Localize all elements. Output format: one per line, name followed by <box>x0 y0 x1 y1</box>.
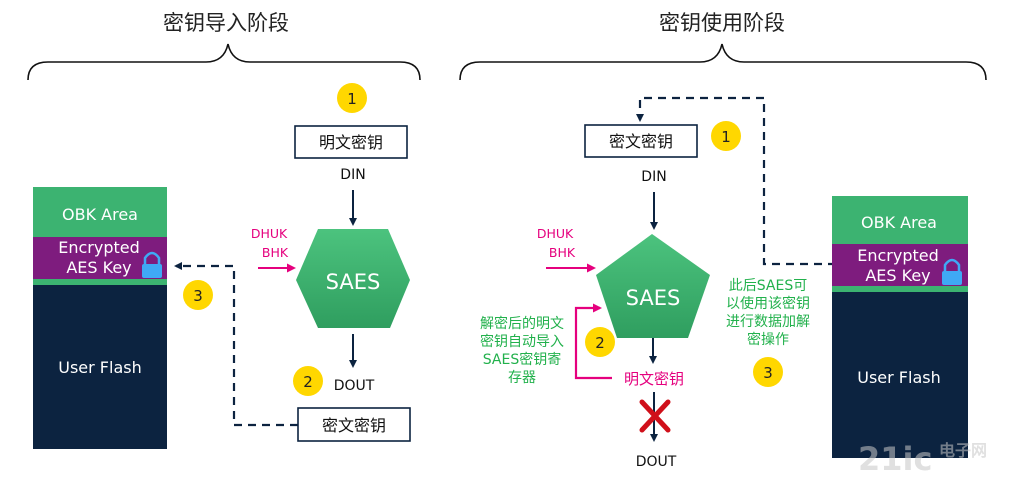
right-user-flash <box>832 292 968 458</box>
left-store-dashed-path <box>174 262 298 427</box>
right-note-right-line2: 以使用该密钥 <box>726 295 810 312</box>
right-divider-strip <box>832 286 968 292</box>
left-saes-block <box>296 229 410 328</box>
left-divider-strip <box>33 279 167 285</box>
right-step2-badge <box>585 327 615 357</box>
right-lock-icon <box>942 258 962 285</box>
left-din-label: DIN <box>340 167 365 183</box>
right-load-dashed-path <box>636 96 836 266</box>
right-saes-block <box>596 234 710 338</box>
left-step3-number: 3 <box>193 287 203 305</box>
left-dout-label: DOUT <box>334 378 375 394</box>
left-plaintext-key-label: 明文密钥 <box>319 133 383 152</box>
left-step2-badge <box>293 366 323 396</box>
watermark-brand: 21ic <box>858 440 932 478</box>
right-dhuk-label: DHUK <box>537 226 574 241</box>
left-obk-area <box>33 187 167 237</box>
right-user-flash-label: User Flash <box>857 368 940 387</box>
right-ciphertext-key-box <box>584 124 698 158</box>
right-note-left-line4: 存器 <box>508 370 536 386</box>
right-encrypted-line1: Encrypted <box>857 246 939 265</box>
right-step3-number: 3 <box>763 364 773 382</box>
right-note-left-line3: SAES密钥寄 <box>483 351 561 368</box>
right-note-right-line1: 此后SAES可 <box>729 278 807 294</box>
watermark-site: 电子网 <box>939 441 987 460</box>
left-user-flash <box>33 285 167 449</box>
left-step1-badge <box>337 83 367 113</box>
watermark-logo: 21ic 电子网 <box>858 440 987 478</box>
use-phase-brace <box>459 43 987 81</box>
right-note-right: 此后SAES可 以使用该密钥 进行数据加解 密操作 <box>726 278 810 348</box>
right-encrypted-line2: AES Key <box>865 266 930 285</box>
right-note-right-line4: 密操作 <box>747 331 789 348</box>
right-note-right-line3: 进行数据加解 <box>726 314 810 330</box>
right-step1-badge <box>711 121 741 151</box>
right-bhk-label: BHK <box>549 245 576 260</box>
right-ciphertext-key-label: 密文密钥 <box>609 132 673 151</box>
left-saes-label: SAES <box>326 270 381 294</box>
left-obk-area-label: OBK Area <box>62 205 138 224</box>
left-lock-icon <box>142 251 162 278</box>
left-dhuk-label: DHUK <box>251 226 288 241</box>
import-phase-brace <box>27 43 421 81</box>
right-plaintext-key-label: 明文密钥 <box>624 370 684 388</box>
left-encrypted-line2: AES Key <box>66 258 131 277</box>
left-user-flash-label: User Flash <box>58 358 141 377</box>
right-note-left-line2: 密钥自动导入 <box>480 333 564 350</box>
left-step1-number: 1 <box>347 90 357 108</box>
left-encrypted-line1: Encrypted <box>58 238 140 257</box>
right-obk-area <box>832 196 968 244</box>
right-key-register-feedback <box>574 303 612 380</box>
blocked-x-icon <box>639 399 671 433</box>
left-ciphertext-key-box <box>297 407 411 442</box>
right-step2-number: 2 <box>595 334 605 352</box>
left-bhk-label: BHK <box>262 245 289 260</box>
left-step3-badge <box>183 280 213 310</box>
right-note-left-line1: 解密后的明文 <box>480 315 564 332</box>
right-note-left: 解密后的明文 密钥自动导入 SAES密钥寄 存器 <box>480 315 564 386</box>
left-ciphertext-key-label: 密文密钥 <box>322 416 386 435</box>
right-step3-badge <box>753 357 783 387</box>
right-obk-area-label: OBK Area <box>861 213 937 232</box>
import-phase-title: 密钥导入阶段 <box>163 11 289 35</box>
left-step2-number: 2 <box>303 373 313 391</box>
right-step1-number: 1 <box>721 128 731 146</box>
left-plaintext-key-box <box>294 125 408 159</box>
right-din-label: DIN <box>641 169 666 185</box>
use-phase-title: 密钥使用阶段 <box>659 11 785 35</box>
right-saes-label: SAES <box>626 286 681 310</box>
right-dout-label: DOUT <box>636 454 677 470</box>
